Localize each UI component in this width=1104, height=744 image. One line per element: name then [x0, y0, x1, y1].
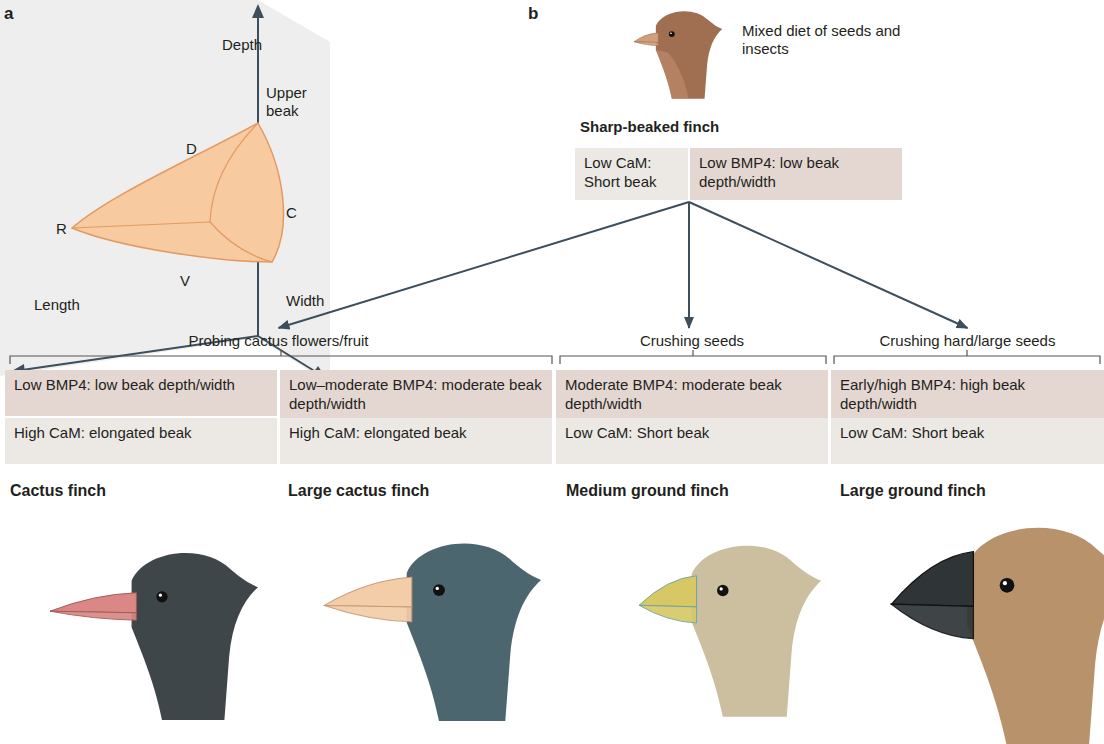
label-text: Medium ground finch: [566, 481, 729, 500]
trait-cell: Moderate BMP4: moderate beak depth/width: [556, 370, 828, 418]
throat-shade: [656, 50, 689, 99]
finch-head: [324, 544, 541, 721]
trait-text: Early/high BMP4: high beak depth/width: [840, 375, 1095, 413]
diet-group: Crushing hard/large seedsEarly/high BMP4…: [831, 326, 1104, 466]
upper-mandible: [892, 552, 974, 607]
eye: [669, 31, 675, 37]
lower-mandible: [324, 605, 412, 621]
finch-head: [892, 528, 1104, 744]
label-text: Depth: [222, 36, 262, 54]
trait-cell: High CaM: elongated beak: [280, 418, 552, 464]
trait-cell: Low BMP4: low beak depth/width: [5, 370, 277, 416]
label-text: Length: [34, 296, 80, 314]
head-shape: [967, 528, 1104, 744]
label-text: V: [180, 272, 190, 290]
trait-text: Low CaM: Short beak: [840, 423, 1095, 442]
label-text: Upper beak: [266, 84, 318, 120]
upper-mandible: [50, 593, 136, 613]
beak-shape: [72, 123, 283, 262]
trait-cell: High CaM: elongated beak: [5, 418, 277, 464]
ancestor-block: Sharp-beaked finchLow CaM: Short beak Low…: [570, 118, 905, 202]
trait-cell: Low CaM: Short beak: [831, 418, 1104, 464]
label-text: Width: [286, 292, 324, 310]
label-text: Large cactus finch: [288, 481, 429, 500]
diet-label: Probing cactus flowers/fruit: [5, 326, 552, 350]
head-shape: [407, 544, 541, 721]
trait-cell: Early/high BMP4: high beak depth/width: [831, 370, 1104, 418]
finch-head: [639, 546, 821, 717]
lower-mandible: [892, 604, 974, 638]
trait-text: High CaM: elongated beak: [289, 423, 543, 442]
label-text: b: [528, 4, 538, 24]
label-text: C: [286, 204, 297, 222]
label-text: Mixed diet of seeds and insects: [742, 22, 912, 58]
trait-text: Low CaM: Short beak: [565, 423, 819, 442]
axis-arrowhead: [252, 4, 264, 18]
finch-name: Sharp-beaked finch: [570, 118, 905, 135]
lower-mandible: [634, 42, 658, 46]
evolution-arrow: [688, 202, 690, 328]
lower-mandible: [50, 611, 136, 620]
eye: [717, 585, 728, 596]
eye-highlight: [670, 32, 672, 34]
group-bracket: [10, 350, 552, 364]
beak-section: [210, 123, 272, 262]
beak-midline: [72, 222, 210, 228]
evolution-arrow: [689, 202, 968, 328]
upper-mandible: [639, 576, 696, 607]
label-text: Large ground finch: [840, 481, 986, 500]
eye-highlight: [720, 587, 723, 590]
trait-text: Low–moderate BMP4: moderate beak depth/w…: [289, 375, 543, 413]
trait-text: High CaM: elongated beak: [14, 423, 268, 442]
group-bracket: [834, 350, 1100, 364]
diet-label: Crushing hard/large seeds: [831, 326, 1104, 350]
evolution-arrow: [279, 202, 690, 328]
trait-cell: Low–moderate BMP4: moderate beak depth/w…: [280, 370, 552, 418]
trait-cell: Low CaM: Short beak: [556, 418, 828, 464]
group-bracket: [560, 350, 826, 364]
trait-text: Low BMP4: low beak depth/width: [14, 375, 268, 394]
finch-head: [50, 553, 258, 720]
trait-text: Low CaM: Short beak: [584, 153, 679, 191]
eye: [156, 591, 167, 602]
eye-highlight: [159, 594, 162, 597]
eye: [433, 584, 445, 596]
trait-cell: Low BMP4: low beak depth/width: [690, 148, 902, 200]
eye-highlight: [436, 587, 439, 590]
trait-text: Low BMP4: low beak depth/width: [699, 153, 893, 191]
diet-group: Crushing seedsModerate BMP4: moderate be…: [556, 326, 828, 466]
label-text: D: [186, 140, 197, 158]
eye-highlight: [1003, 581, 1007, 585]
finch-head: [634, 11, 722, 99]
eye: [1000, 578, 1015, 593]
upper-mandible: [634, 33, 658, 43]
head-shape: [132, 553, 258, 720]
upper-mandible: [324, 577, 412, 607]
diet-label: Crushing seeds: [556, 326, 828, 350]
diet-group: Probing cactus flowers/fruitLow BMP4: lo…: [5, 326, 552, 466]
label-text: Cactus finch: [10, 481, 106, 500]
lower-mandible: [639, 605, 696, 623]
trait-cell: Low CaM: Short beak: [575, 148, 688, 200]
label-text: a: [4, 4, 13, 24]
trait-text: Moderate BMP4: moderate beak depth/width: [565, 375, 819, 413]
head-shape: [692, 546, 822, 717]
label-text: R: [56, 220, 67, 238]
head-shape: [656, 11, 722, 99]
